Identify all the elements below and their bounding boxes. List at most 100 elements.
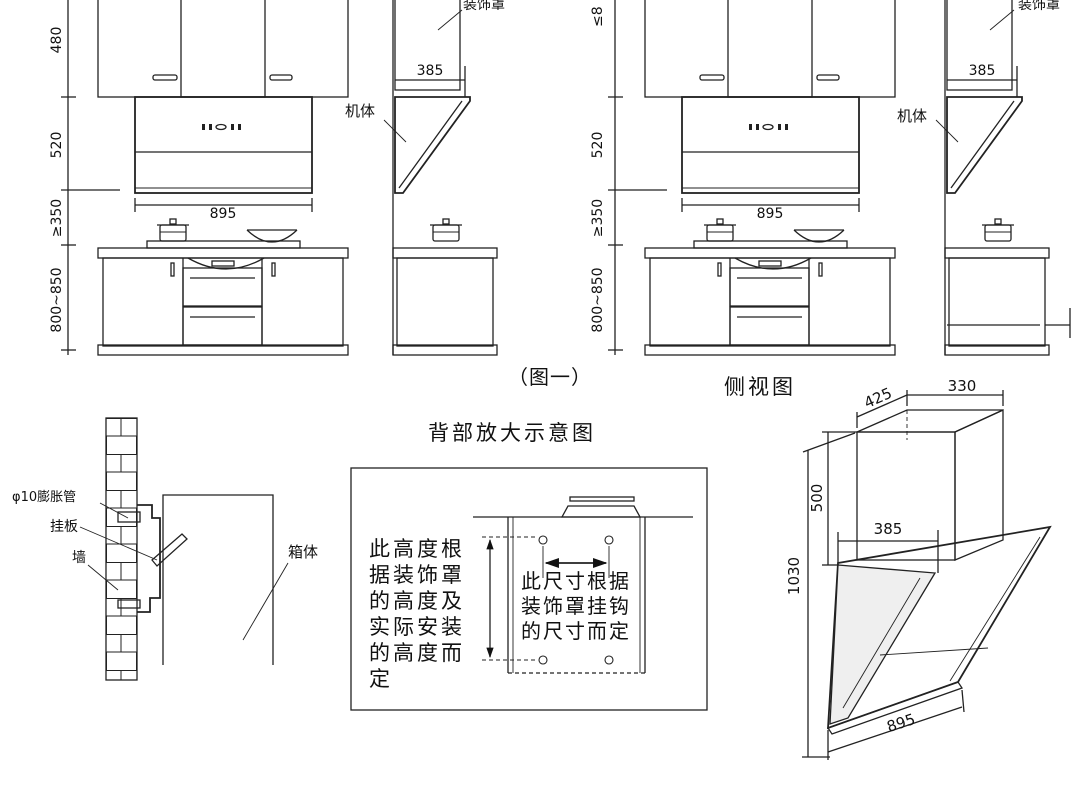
door-knob [717,262,722,277]
countertop [392,247,498,259]
hood-glass-edge [398,100,463,189]
faucet [211,260,235,267]
countertop [97,247,349,259]
body-label: 机体 [897,107,927,125]
upper-cabinet [644,0,896,98]
dim-cabinet-height-label: 480 [49,27,65,54]
anchor-label: φ10膨胀管 [12,490,76,505]
side-view-title: 侧视图 [724,375,796,399]
cabinet-handle [816,74,840,81]
cover-depth-dimension [395,66,466,97]
dim-cooktop-gap-label: ≥350 [49,199,65,237]
height-note-line: 实际安装 [369,615,465,639]
hood-side-panel [829,564,937,725]
cooktop [693,218,848,249]
hood-panel-seam [879,647,989,656]
pot [430,218,462,242]
cabinet-outline [162,494,274,665]
pot [157,218,189,242]
hood-body-side [946,96,1023,194]
back-detail-box [350,467,708,711]
cabinet-plinth [944,344,1050,356]
hood-hook [151,533,188,567]
countertop [944,247,1050,259]
drawer [182,306,263,346]
dim-hook-spacing-line [837,530,939,573]
cabinet-label-leader [242,562,289,641]
control-buttons [749,123,788,131]
base-cabinet [948,257,1046,347]
wall-label: 墙 [72,550,86,566]
drawer [729,306,810,346]
hood-body [681,96,860,194]
pot [704,218,736,242]
front-view-right-drawing [608,0,896,356]
cover-top-face [856,409,1004,433]
hook-hole [604,535,614,545]
side-view-right-extra-lines [947,308,1071,338]
cabinet-handle [699,74,725,81]
dim-counter-height-label: 800~850 [49,267,65,332]
dim-top-width-line [907,390,1004,406]
front-view-left-drawing [61,0,349,356]
body-label-leader [383,119,407,143]
drawer [182,267,263,307]
dim-cover-height-line [822,431,857,566]
door-knob [170,262,175,277]
cover-label-leader [989,9,1015,31]
wok [246,229,298,243]
cabinet-plinth [392,344,498,356]
size-note-line: 此尺寸根据 [521,569,631,593]
size-note: 此尺寸根据 装饰罩挂钩 的尺寸而定 [521,569,631,643]
base-cabinet [396,257,494,347]
dim-cover-depth-label: 385 [417,63,444,79]
height-note-line: 据装饰罩 [369,563,465,587]
sink-bowl [187,257,265,270]
cabinet-label: 箱体 [288,543,318,561]
decorative-cover [946,0,1013,91]
dim-cover-depth-label: 385 [969,63,996,79]
plate-label-leader [79,526,158,561]
dim-hook-spacing-label: 385 [874,520,903,538]
dim-cooktop-gap-label: ≥350 [590,199,606,237]
sink-bowl [734,257,812,270]
width-dimension-line [134,198,313,212]
hood-glass-edge [950,100,1015,189]
anchor-screw [117,599,141,609]
hood-body [134,96,313,194]
height-dimension-line [608,0,667,355]
width-dimension-line [681,198,860,212]
cover-label-leader [437,9,463,31]
height-note-line: 此高度根 [369,537,465,561]
hood-inner-edge [949,536,1041,682]
dim-cover-height-label: 500 [808,484,826,513]
detail-frame [350,467,708,711]
wall-mount-detail [79,417,289,681]
cabinet-handle [269,74,293,81]
figure1-right-panel [608,0,1071,356]
figure1-right-labels: ≤8 520 ≥350 800~850 895 385 装饰罩 机体 [590,0,1060,333]
dim-hood-height-label: 520 [49,132,65,159]
dim-hood-height-label: 520 [590,132,606,159]
size-note-line: 装饰罩挂钩 [521,594,631,618]
dim-width-line [827,689,965,753]
hood-bottom-strip [826,681,964,735]
wok [793,229,845,243]
dim-hood-width-label: 895 [210,206,237,222]
hood-body-side [394,96,471,194]
figure1-caption: （图一） [508,365,592,389]
dim-cabinet-height-label: ≤8 [590,6,606,27]
height-note-line: 定 [369,667,393,691]
body-label: 机体 [345,102,375,120]
height-note-line: 的高度而 [369,641,465,665]
dim-top-width-label: 330 [948,377,977,395]
hook-hole [538,535,548,545]
cover-hook-top [569,496,635,502]
cabinet-handle [152,74,178,81]
wall-label-leader [87,564,119,591]
isometric-view-drawing [802,390,1052,760]
door-knob [818,262,823,277]
decorative-cover [394,0,461,91]
cover-side-face [954,408,1004,561]
figure1-left-labels: 480 520 ≥350 800~850 895 385 装饰罩 机体 [49,0,505,333]
